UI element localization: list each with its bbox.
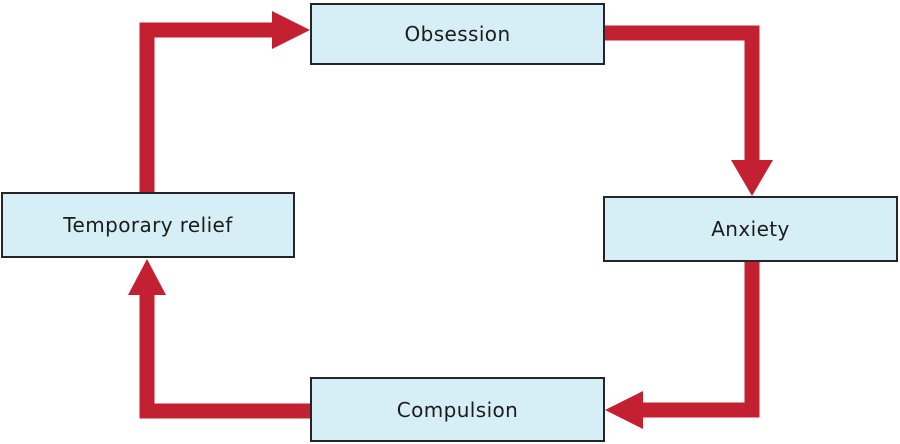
arrowhead-left-icon (605, 391, 643, 429)
node-temporary-relief-label: Temporary relief (63, 213, 233, 237)
arrowhead-up-icon (128, 259, 166, 295)
node-temporary-relief: Temporary relief (1, 192, 295, 258)
node-obsession-label: Obsession (404, 22, 511, 46)
arrow-temporary-relief-to-obsession (139, 11, 310, 192)
node-obsession: Obsession (310, 3, 605, 65)
node-compulsion: Compulsion (310, 377, 605, 442)
arrow-compulsion-to-temporary-relief (128, 259, 310, 419)
arrowhead-down-icon (731, 160, 773, 196)
node-compulsion-label: Compulsion (396, 397, 519, 422)
arrow-anxiety-to-compulsion (605, 262, 760, 429)
node-anxiety-label: Anxiety (711, 217, 790, 241)
node-anxiety: Anxiety (603, 196, 898, 262)
arrow-obsession-to-anxiety (605, 25, 773, 196)
arrowhead-right-icon (272, 11, 310, 49)
